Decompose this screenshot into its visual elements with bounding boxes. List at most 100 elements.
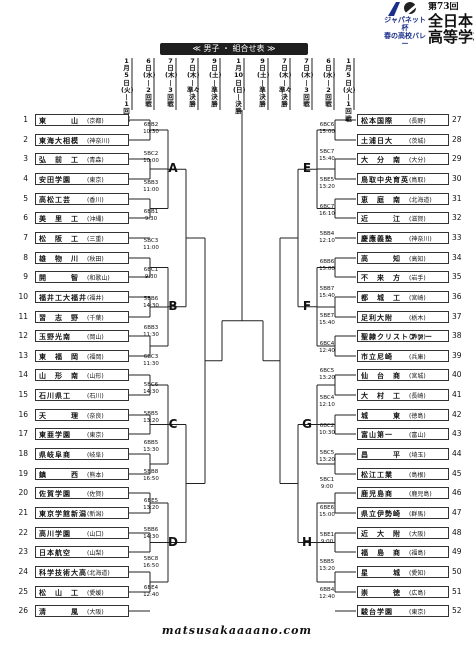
team-seed-number: 50 — [452, 567, 462, 576]
team-seed-number: 45 — [452, 469, 462, 478]
match-time: 14:30 — [143, 388, 159, 395]
team-prefecture: (岩手) — [409, 275, 426, 282]
team-entry: 福井工大福井(福井) — [35, 291, 129, 303]
team-entry: 高松工芸 (香川) — [35, 193, 129, 205]
watermark-url: matsusakaaaano.com — [161, 624, 313, 637]
team-name: 高川学園 — [39, 530, 71, 538]
match-time: 11:00 — [143, 186, 159, 193]
team-name: 安田学園 — [39, 176, 71, 184]
tournament-title: 第73回 全日本 高等学校 — [428, 2, 474, 45]
team-prefecture: (滋賀) — [409, 216, 426, 223]
team-name: 美 里 工 — [39, 215, 79, 223]
team-entry: 崇 徳(広島) — [357, 586, 449, 598]
team-entry: 昌 平(埼玉) — [357, 448, 449, 460]
team-name: 近 江 — [361, 215, 401, 223]
team-seed-number: 52 — [452, 606, 462, 615]
title-line-2: 高等学校 — [428, 28, 474, 45]
column-header: 1月10日(日)|決勝 — [233, 57, 245, 116]
team-prefecture: (岡山) — [87, 334, 104, 341]
team-seed-number: 42 — [452, 410, 462, 419]
team-name: 東 福 岡 — [39, 353, 79, 361]
block-label: A — [168, 161, 178, 176]
column-separator: | — [283, 78, 286, 87]
match-time: 11:30 — [143, 360, 159, 367]
column-round: 準々決勝 — [187, 85, 200, 109]
match-code: 6BB1 — [143, 209, 159, 215]
team-entry: 清 風(大阪) — [35, 605, 129, 617]
column-date: 7日(木) — [165, 57, 178, 80]
team-name: 東海大相模 — [39, 137, 79, 145]
team-entry: 城 東(徳島) — [357, 409, 449, 421]
team-seed-number: 32 — [452, 213, 462, 222]
team-name: 松 阪 工 — [39, 235, 79, 243]
match-code: 5BE5 — [319, 177, 335, 183]
team-prefecture: (愛媛) — [87, 590, 104, 597]
column-header: 9日(土)|準決勝 — [257, 57, 269, 108]
team-prefecture: (神奈川) — [87, 138, 110, 145]
team-prefecture: (佐賀) — [87, 491, 104, 498]
team-seed-number: 26 — [18, 606, 28, 615]
team-name: 日本航空 — [39, 549, 71, 557]
match-time: 9:00 — [320, 538, 334, 545]
team-entry: 佐賀学園(佐賀) — [35, 487, 129, 499]
column-header: 7日(木)|準々決勝 — [279, 57, 292, 109]
team-name: 清 風 — [39, 608, 79, 616]
column-header: 7日(木)|3回戦 — [301, 57, 313, 108]
team-name: 昌 平 — [361, 451, 401, 459]
team-prefecture: (長野) — [409, 118, 426, 125]
team-name: 高 知 — [361, 255, 401, 263]
team-entry: 仙 台 商(宮城) — [357, 369, 449, 381]
team-name: 県立伊勢崎 — [361, 510, 401, 518]
team-entry: 東京学館新潟(新潟) — [35, 507, 129, 519]
team-name: 松江工業 — [361, 471, 393, 479]
sponsor-name: ジャパネット杯 — [384, 16, 426, 32]
team-name: 市立尼崎 — [361, 353, 393, 361]
team-prefecture: (徳島) — [409, 413, 426, 420]
match-code: 5BC1 — [319, 477, 335, 483]
team-name: 東亜学園 — [39, 431, 71, 439]
team-seed-number: 15 — [18, 390, 28, 399]
team-name: 星 城 — [361, 569, 401, 577]
match-time: 13:30 — [143, 446, 159, 453]
match-time: 13:20 — [143, 417, 159, 424]
team-name: 弘 前 工 — [39, 156, 79, 164]
team-name: 高松工芸 — [39, 196, 71, 204]
team-prefecture: (鹿児島) — [409, 491, 432, 498]
team-entry: 松 阪 工(三重) — [35, 232, 129, 244]
column-separator: | — [327, 78, 330, 87]
column-round: 準々決勝 — [279, 85, 292, 109]
match-time: 13:20 — [319, 565, 335, 572]
match-code: 6BC3 — [143, 354, 159, 360]
team-prefecture: (北海道) — [87, 570, 110, 577]
team-entry: 福 島 商(福島) — [357, 546, 449, 558]
team-seed-number: 22 — [18, 528, 28, 537]
team-name: 大 村 工 — [361, 392, 401, 400]
team-seed-number: 39 — [452, 351, 462, 360]
team-seed-number: 16 — [18, 410, 28, 419]
team-prefecture: (香川) — [87, 197, 104, 204]
match-code: 6BE4 — [143, 585, 159, 591]
column-separator: | — [213, 78, 216, 87]
match-time: 10:30 — [143, 128, 159, 135]
team-seed-number: 41 — [452, 390, 462, 399]
team-name: 科学技術大高 — [39, 569, 87, 577]
column-date: 6日(水) — [143, 57, 156, 80]
team-entry: 雄 物 川(秋田) — [35, 252, 129, 264]
team-seed-number: 40 — [452, 370, 462, 379]
column-separator: | — [169, 78, 172, 87]
tournament-logo — [388, 2, 418, 16]
column-round: 2回戦 — [145, 85, 152, 109]
team-entry: 鳥取中央育英(鳥取) — [357, 173, 449, 185]
column-date: 9日(土) — [209, 57, 222, 80]
team-seed-number: 30 — [452, 174, 462, 183]
block-label: C — [168, 416, 178, 431]
